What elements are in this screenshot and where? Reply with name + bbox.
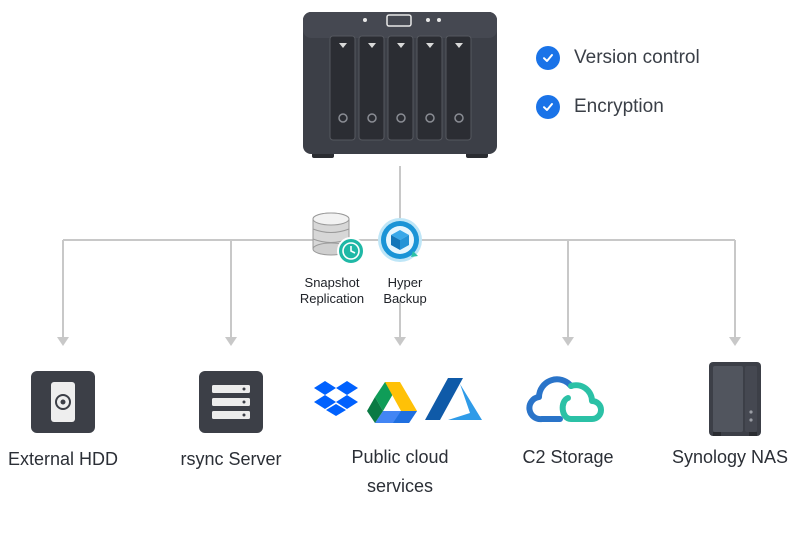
arrow-heads [57, 337, 741, 346]
checkmark-icon [536, 46, 560, 70]
synology-nas-label: Synology NAS [671, 447, 789, 467]
hyper-backup-label: Hyper Backup [383, 275, 427, 306]
feature-encryption: Encryption [536, 95, 664, 119]
hyper-backup-icon [378, 218, 422, 262]
external-hdd-label: External HDD [7, 449, 119, 469]
synology-nas-icon [709, 362, 761, 436]
azure-icon [425, 378, 482, 420]
arrow-down-icon [562, 337, 574, 346]
rsync-server-label: rsync Server [180, 449, 282, 469]
checkmark-icon [536, 95, 560, 119]
snapshot-replication-label: Snapshot Replication [299, 275, 365, 306]
external-hdd-icon [31, 371, 95, 433]
arrow-down-icon [225, 337, 237, 346]
feature-version-control: Version control [536, 46, 700, 70]
feature-label: Version control [574, 47, 700, 68]
feature-label: Encryption [574, 96, 664, 117]
nas-device-icon [303, 12, 497, 158]
arrow-down-icon [729, 337, 741, 346]
arrow-down-icon [57, 337, 69, 346]
c2-cloud-icon [526, 376, 604, 423]
c2-storage-label: C2 Storage [522, 447, 614, 467]
snapshot-replication-icon [312, 212, 365, 265]
dropbox-icon [314, 381, 358, 416]
arrow-down-icon [394, 337, 406, 346]
google-drive-icon [367, 382, 417, 423]
public-cloud-label: Public cloud services [351, 447, 449, 496]
rsync-server-icon [199, 371, 263, 433]
